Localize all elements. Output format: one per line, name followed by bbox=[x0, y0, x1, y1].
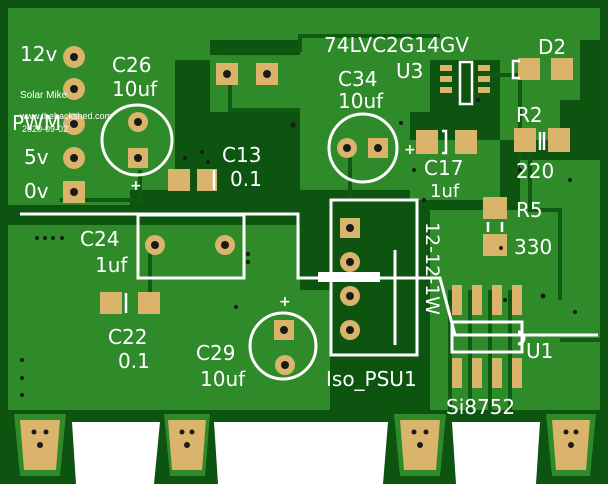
u3-part-label: 74LVC2G14GV bbox=[324, 33, 469, 57]
c29-plus-mark: + bbox=[279, 294, 291, 310]
c22-label: C22 bbox=[108, 325, 147, 349]
label-12v: 12v bbox=[20, 42, 57, 66]
c29-value: 10uf bbox=[200, 367, 246, 391]
u3-footprint bbox=[440, 60, 490, 106]
c34-label: C34 bbox=[338, 67, 377, 91]
c17-label: C17 bbox=[424, 156, 463, 180]
c26-label: C26 bbox=[112, 53, 151, 77]
terminal-drills bbox=[31, 429, 579, 448]
top-jumper bbox=[216, 63, 278, 85]
isolation-barrier bbox=[20, 212, 598, 345]
c22-value: 0.1 bbox=[118, 349, 150, 373]
c26-plus-mark: + bbox=[130, 178, 142, 194]
c34-plus-mark: + bbox=[404, 142, 416, 158]
c13-value: 0.1 bbox=[230, 167, 262, 191]
c17-value: 1uf bbox=[430, 181, 460, 202]
iso-psu-rating: 12-12-1W bbox=[421, 222, 443, 315]
label-0v: 0v bbox=[24, 179, 49, 203]
u1-footprint bbox=[450, 285, 526, 388]
label-pwm: PWM bbox=[12, 111, 61, 135]
c29-footprint bbox=[248, 311, 318, 381]
c29-label: C29 bbox=[196, 341, 235, 365]
c34-footprint bbox=[327, 112, 399, 184]
header-pins bbox=[63, 46, 85, 203]
label-5v: 5v bbox=[24, 145, 49, 169]
r2-label: R2 bbox=[516, 103, 543, 127]
board-notch-2 bbox=[214, 422, 388, 484]
r5-value: 330 bbox=[514, 235, 552, 259]
board-notch-1 bbox=[72, 422, 160, 484]
website-label: www.thebackshed.com bbox=[19, 111, 112, 121]
u1-label: U1 bbox=[526, 339, 553, 363]
date-label: 2020-09-02 bbox=[22, 124, 68, 134]
u1-part-label: Si8752 bbox=[446, 395, 515, 419]
iso-psu-label: Iso_PSU1 bbox=[326, 367, 417, 391]
c24-label: C24 bbox=[80, 227, 119, 251]
author-label: Solar Mike bbox=[20, 90, 68, 101]
c26-value: 10uf bbox=[112, 77, 158, 101]
c24-value: 1uf bbox=[95, 253, 128, 277]
smd-pads bbox=[100, 58, 573, 314]
c26-footprint bbox=[100, 103, 174, 177]
r2-value: 220 bbox=[516, 159, 554, 183]
c13-label: C13 bbox=[222, 143, 261, 167]
vias bbox=[20, 98, 577, 397]
c34-value: 10uf bbox=[338, 89, 384, 113]
board-notch-3 bbox=[452, 422, 540, 484]
smd-silk bbox=[124, 59, 546, 313]
u3-label: U3 bbox=[396, 59, 423, 83]
d2-label: D2 bbox=[538, 35, 566, 59]
r5-label: R5 bbox=[516, 198, 543, 222]
